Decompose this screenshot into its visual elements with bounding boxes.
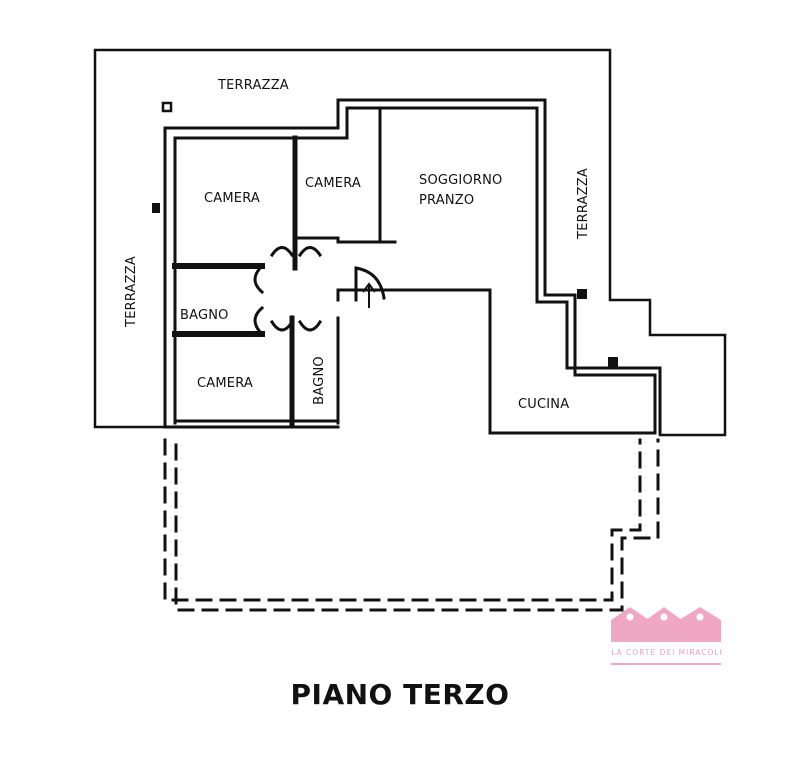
room-label-terrazza-left: TERRAZZA [123, 256, 139, 327]
room-label-bagno-1: BAGNO [180, 308, 229, 323]
logo-text: LA CORTE DEI MIRACOLI [611, 648, 723, 657]
room-label-cucina: CUCINA [518, 397, 570, 412]
exterior-wall [163, 98, 657, 435]
room-label-bagno-2: BAGNO [311, 356, 327, 405]
room-label-terrazza-top: TERRAZZA [218, 78, 289, 93]
chimney-icon [161, 101, 173, 113]
floor-title: PIANO TERZO [290, 678, 510, 711]
room-label-terrazza-right: TERRAZZA [575, 168, 591, 239]
room-label-pranzo: PRANZO [419, 193, 475, 208]
room-label-camera-3: CAMERA [197, 376, 253, 391]
room-label-camera-2: CAMERA [305, 176, 361, 191]
dashed-outline [163, 438, 642, 602]
terrace-outline [93, 48, 727, 437]
room-label-camera-1: CAMERA [204, 191, 260, 206]
logo-icon [611, 607, 721, 665]
room-label-soggiorno: SOGGIORNO [419, 173, 503, 188]
entrance-arrow-icon [362, 282, 376, 308]
